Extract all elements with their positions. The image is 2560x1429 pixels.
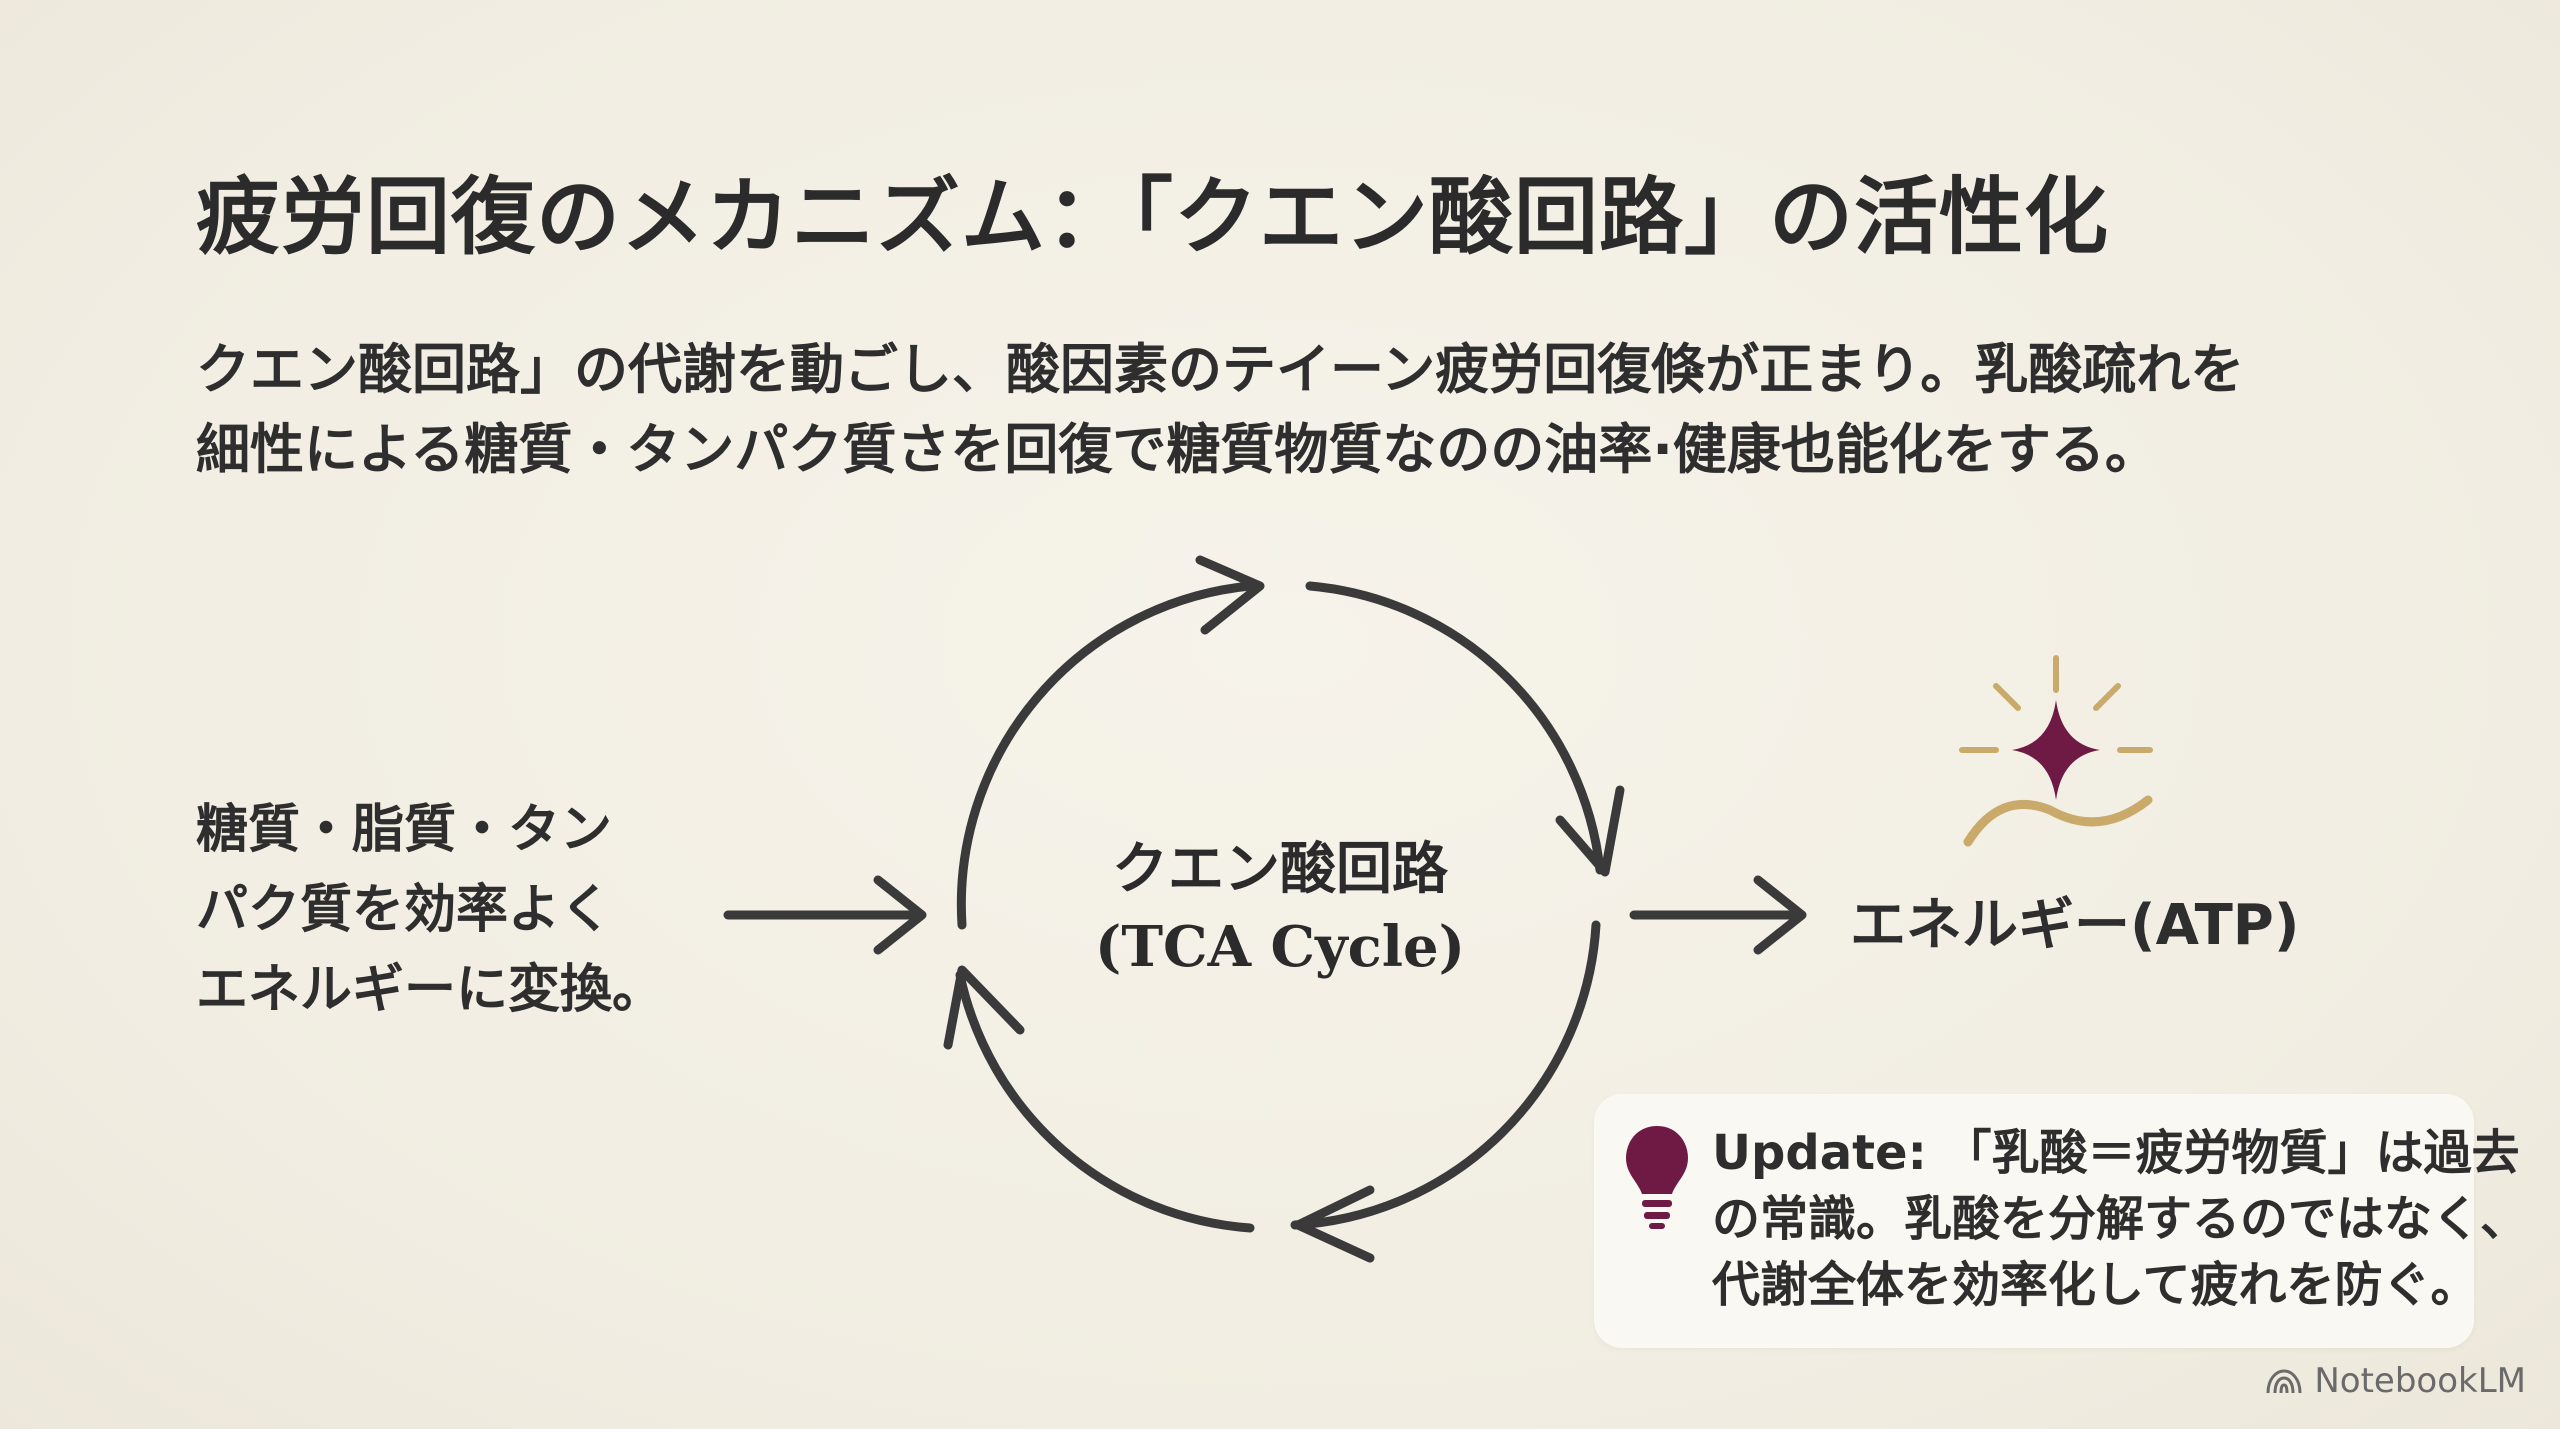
update-callout: Update: 「乳酸＝疲労物質」は過去 の常識。乳酸を分解するのではなく、 代… xyxy=(1594,1094,2528,1348)
intro-line-2: 細性による糖質・タンパク質さを回復で糖質物質なのの油率·健康也能化をする。 xyxy=(196,418,2159,481)
notebooklm-logo-icon xyxy=(2266,1369,2302,1394)
intro-line-1: クエン酸回路」の代謝を動ごし、酸因素のテイーン疲労回復倏が正まり。乳酸疏れを xyxy=(196,338,2245,401)
cycle-arc-top-left xyxy=(956,555,1265,930)
update-line-2: の常識。乳酸を分解するのではなく、 xyxy=(1712,1191,2529,1247)
input-line-2: パク質を効率よく xyxy=(196,880,613,940)
update-text: Update: 「乳酸＝疲労物質」は過去 の常識。乳酸を分解するのではなく、 代… xyxy=(1712,1120,2528,1318)
lightbulb-icon xyxy=(1626,1126,1688,1229)
cycle-label-jp: クエン酸回路 xyxy=(1112,836,1448,902)
update-line-3: 代謝全体を効率化して疲れを防ぐ。 xyxy=(1712,1257,2479,1313)
update-line-1: Update: 「乳酸＝疲労物質」は過去 xyxy=(1712,1125,2520,1181)
cycle-label-en: (TCA Cycle) xyxy=(1094,914,1466,980)
cycle-arc-bottom-left xyxy=(943,965,1255,1233)
energy-sparkle-icon xyxy=(1959,655,2153,847)
input-line-3: エネルギーに変換。 xyxy=(196,960,665,1020)
brand-watermark: NotebookLM xyxy=(2264,1361,2526,1401)
brand-name: NotebookLM xyxy=(2314,1361,2526,1401)
page-title: 疲労回復のメカニズム：「クエン酸回路」の活性化 xyxy=(196,167,2110,266)
cycle-arc-top-right xyxy=(1305,581,1625,877)
cycle-arc-bottom-right xyxy=(1290,920,1601,1263)
cycle-label: クエン酸回路 (TCA Cycle) xyxy=(1080,830,1480,986)
atp-label: エネルギー(ATP) xyxy=(1850,893,2300,958)
input-description: 糖質・脂質・タン パク質を効率よく エネルギーに変換。 xyxy=(196,790,664,1030)
intro-text: クエン酸回路」の代謝を動ごし、酸因素のテイーン疲労回復倏が正まり。乳酸疏れを 細… xyxy=(196,330,2396,490)
output-arrow xyxy=(1629,875,1807,955)
input-arrow xyxy=(723,875,927,955)
input-line-1: 糖質・脂質・タン xyxy=(196,800,613,860)
